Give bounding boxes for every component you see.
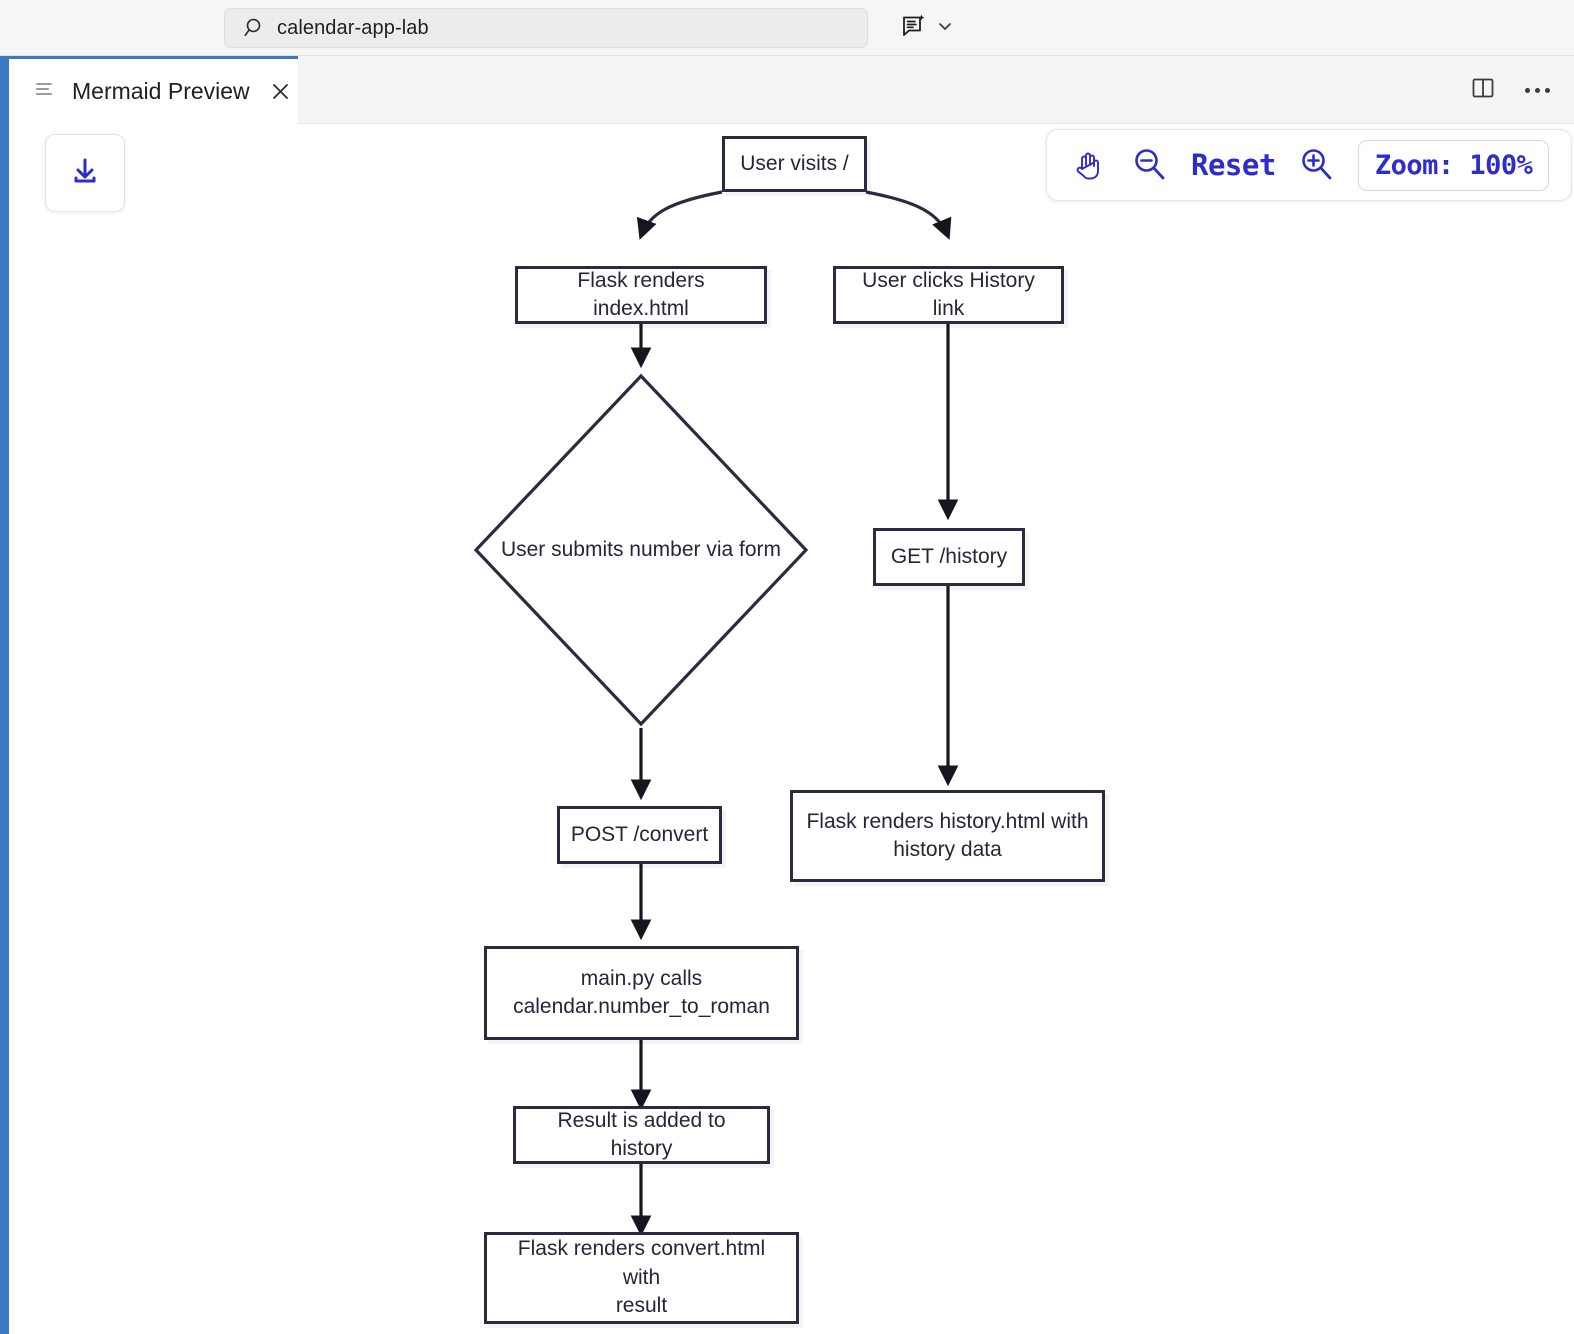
pan-hand-icon[interactable] bbox=[1069, 145, 1109, 185]
flowchart-edges bbox=[630, 190, 959, 1237]
zoom-in-icon[interactable] bbox=[1296, 144, 1338, 186]
split-editor-icon[interactable] bbox=[1469, 74, 1497, 107]
flowchart: User visits / Flask renders index.html U… bbox=[9, 124, 1574, 1334]
flow-node-label-line-1: Flask renders history.html with bbox=[806, 809, 1089, 833]
preview-canvas[interactable]: Reset Zoom: 100% bbox=[9, 124, 1574, 1334]
search-value: calendar-app-lab bbox=[277, 16, 429, 39]
close-icon[interactable] bbox=[270, 81, 291, 102]
reset-button[interactable]: Reset bbox=[1191, 148, 1276, 182]
flow-node-flask-renders-convert[interactable]: Flask renders convert.html with result bbox=[484, 1232, 799, 1324]
flow-node-flask-renders-index[interactable]: Flask renders index.html bbox=[515, 266, 767, 324]
tab-mermaid-preview[interactable]: Mermaid Preview bbox=[8, 56, 298, 124]
flow-node-label-line-2: result bbox=[615, 1294, 668, 1318]
flow-node-label: Result is added to history bbox=[557, 1108, 726, 1160]
diamond-shape bbox=[473, 373, 809, 727]
tab-bar-actions bbox=[1469, 56, 1550, 124]
copilot-chat-button[interactable] bbox=[900, 10, 955, 46]
copilot-chat-icon bbox=[900, 12, 928, 45]
flow-node-get-history[interactable]: GET /history bbox=[873, 528, 1025, 586]
flow-node-label-line-2: calendar.number_to_roman bbox=[513, 995, 770, 1018]
chevron-down-icon bbox=[935, 16, 955, 41]
search-input[interactable]: calendar-app-lab bbox=[224, 8, 868, 48]
flow-node-main-py-calls[interactable]: main.py calls calendar.number_to_roman bbox=[484, 946, 799, 1040]
preview-list-icon bbox=[34, 78, 56, 105]
search-icon bbox=[243, 16, 267, 40]
flow-node-post-convert[interactable]: POST /convert bbox=[557, 806, 722, 864]
title-bar: calendar-app-lab bbox=[0, 0, 1574, 56]
tab-label: Mermaid Preview bbox=[72, 78, 250, 104]
download-icon bbox=[66, 152, 104, 195]
editor-focus-stripe bbox=[0, 56, 9, 1334]
flow-node-label: GET /history bbox=[890, 544, 1008, 568]
flow-node-result-added-history[interactable]: Result is added to history bbox=[513, 1106, 770, 1164]
flow-node-label: User visits / bbox=[740, 151, 849, 175]
flow-node-user-clicks-history[interactable]: User clicks History link bbox=[833, 266, 1064, 324]
zoom-out-icon[interactable] bbox=[1129, 144, 1171, 186]
zoom-controls: Reset Zoom: 100% bbox=[1046, 129, 1573, 201]
more-actions-icon[interactable] bbox=[1525, 87, 1550, 93]
zoom-level-badge[interactable]: Zoom: 100% bbox=[1357, 139, 1550, 191]
flow-node-label: Flask renders index.html bbox=[577, 268, 705, 320]
flow-node-label: User clicks History link bbox=[862, 268, 1035, 320]
flow-node-label: User submits number via form bbox=[500, 538, 782, 561]
flow-node-user-submits-number[interactable]: User submits number via form bbox=[472, 372, 810, 728]
flow-node-label-line-1: Flask renders convert.html with bbox=[517, 1237, 766, 1289]
download-button[interactable] bbox=[45, 134, 125, 212]
flow-node-label: POST /convert bbox=[570, 822, 709, 846]
flow-node-label-line-2: history data bbox=[893, 838, 1002, 861]
tab-bar: Mermaid Preview bbox=[0, 56, 1574, 124]
flow-node-label-line-1: main.py calls bbox=[580, 966, 703, 990]
flow-node-flask-renders-history[interactable]: Flask renders history.html with history … bbox=[790, 790, 1105, 882]
flow-node-user-visits[interactable]: User visits / bbox=[722, 136, 867, 192]
